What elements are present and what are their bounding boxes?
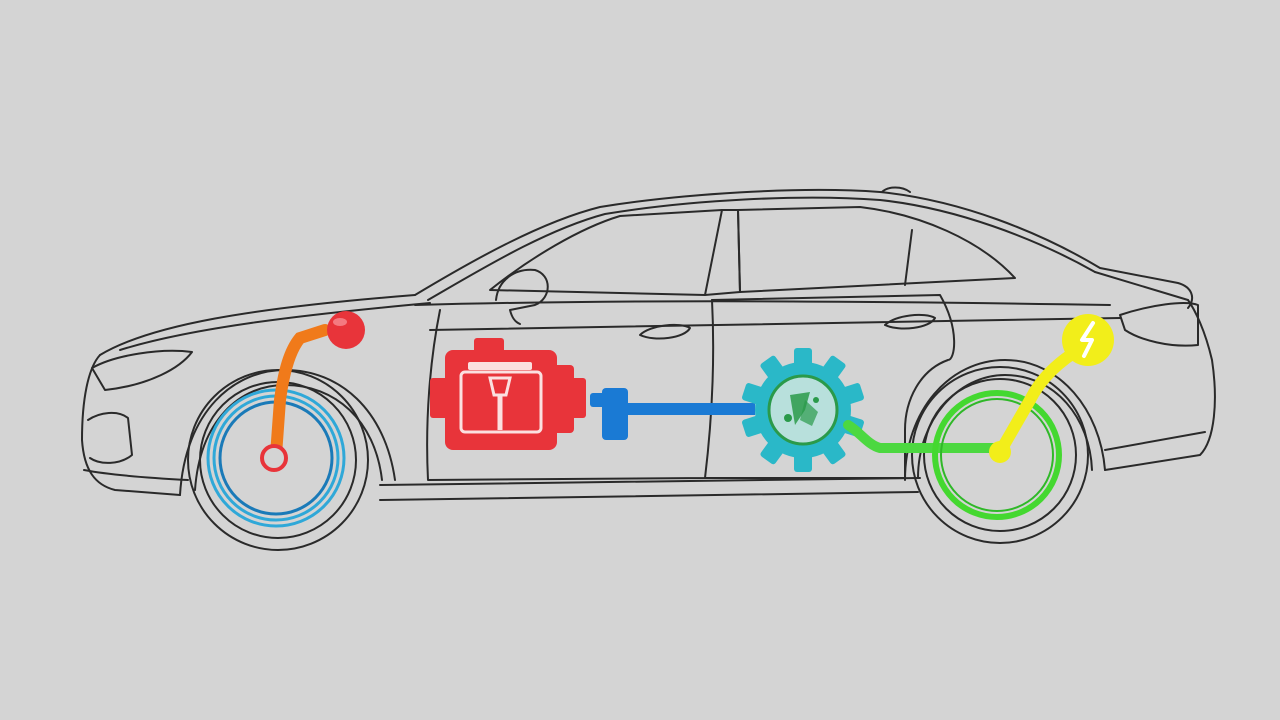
engine-piston-frame: [459, 370, 543, 434]
front-bumper: [81, 354, 181, 496]
front-connector-icon: [260, 311, 365, 472]
driveshaft-icon: [590, 388, 755, 440]
engine-right-cap: [570, 378, 586, 418]
front-door: [426, 299, 715, 481]
rear-door: [704, 294, 956, 479]
rear-tire-inner: [923, 378, 1077, 532]
front-connector-highlight: [333, 318, 347, 326]
rocker-panel-lower: [379, 491, 919, 501]
lightning-bolt-icon: [1080, 321, 1095, 358]
side-mirror: [495, 268, 549, 325]
c-pillar-line: [904, 229, 913, 286]
front-tire-outer: [187, 369, 369, 551]
front-connector-ball: [327, 311, 365, 349]
rear-wheel-arch: [904, 359, 1106, 481]
engine-left-port: [430, 378, 450, 418]
beltline: [414, 300, 1111, 306]
rear-door-handle: [884, 313, 936, 330]
rear-body-line: [1104, 431, 1206, 451]
hood-line: [99, 294, 416, 356]
rear-bumper: [1104, 299, 1216, 471]
front-hub-dot: [260, 444, 288, 472]
rear-wheel-ring-outer: [932, 390, 1062, 520]
rear-wheel-icon: [932, 390, 1062, 520]
driveshaft-coupler: [602, 388, 628, 440]
taillight: [1119, 302, 1199, 347]
roof-spoiler: [881, 186, 911, 193]
engine-piston-head: [488, 376, 512, 397]
gear-center-pattern: [784, 392, 819, 426]
trunk-line: [1094, 271, 1189, 301]
rear-window: [737, 206, 1016, 293]
roof-line: [414, 188, 1194, 309]
driveshaft-rod: [625, 403, 755, 415]
engine-right-housing: [552, 365, 574, 433]
b-pillar: [704, 209, 741, 296]
rear-hub-dot: [989, 441, 1011, 463]
rear-wheel-ring-inner: [940, 398, 1054, 512]
engine-icon: [430, 338, 586, 450]
roof-inner-line: [427, 196, 1096, 301]
rear-connector-rod: [843, 420, 1005, 453]
front-grille: [87, 412, 133, 464]
front-connector-rod: [270, 324, 331, 461]
rocker-panel: [379, 477, 921, 486]
front-lower-line: [83, 469, 189, 481]
hood-crease: [119, 302, 431, 351]
engine-label-plate: [468, 362, 532, 370]
rear-tire-outer: [911, 366, 1089, 544]
headlight: [91, 349, 193, 391]
lightning-bulb-icon: [989, 314, 1114, 463]
rear-connector-icon: [843, 420, 1005, 453]
front-door-handle: [639, 323, 691, 340]
